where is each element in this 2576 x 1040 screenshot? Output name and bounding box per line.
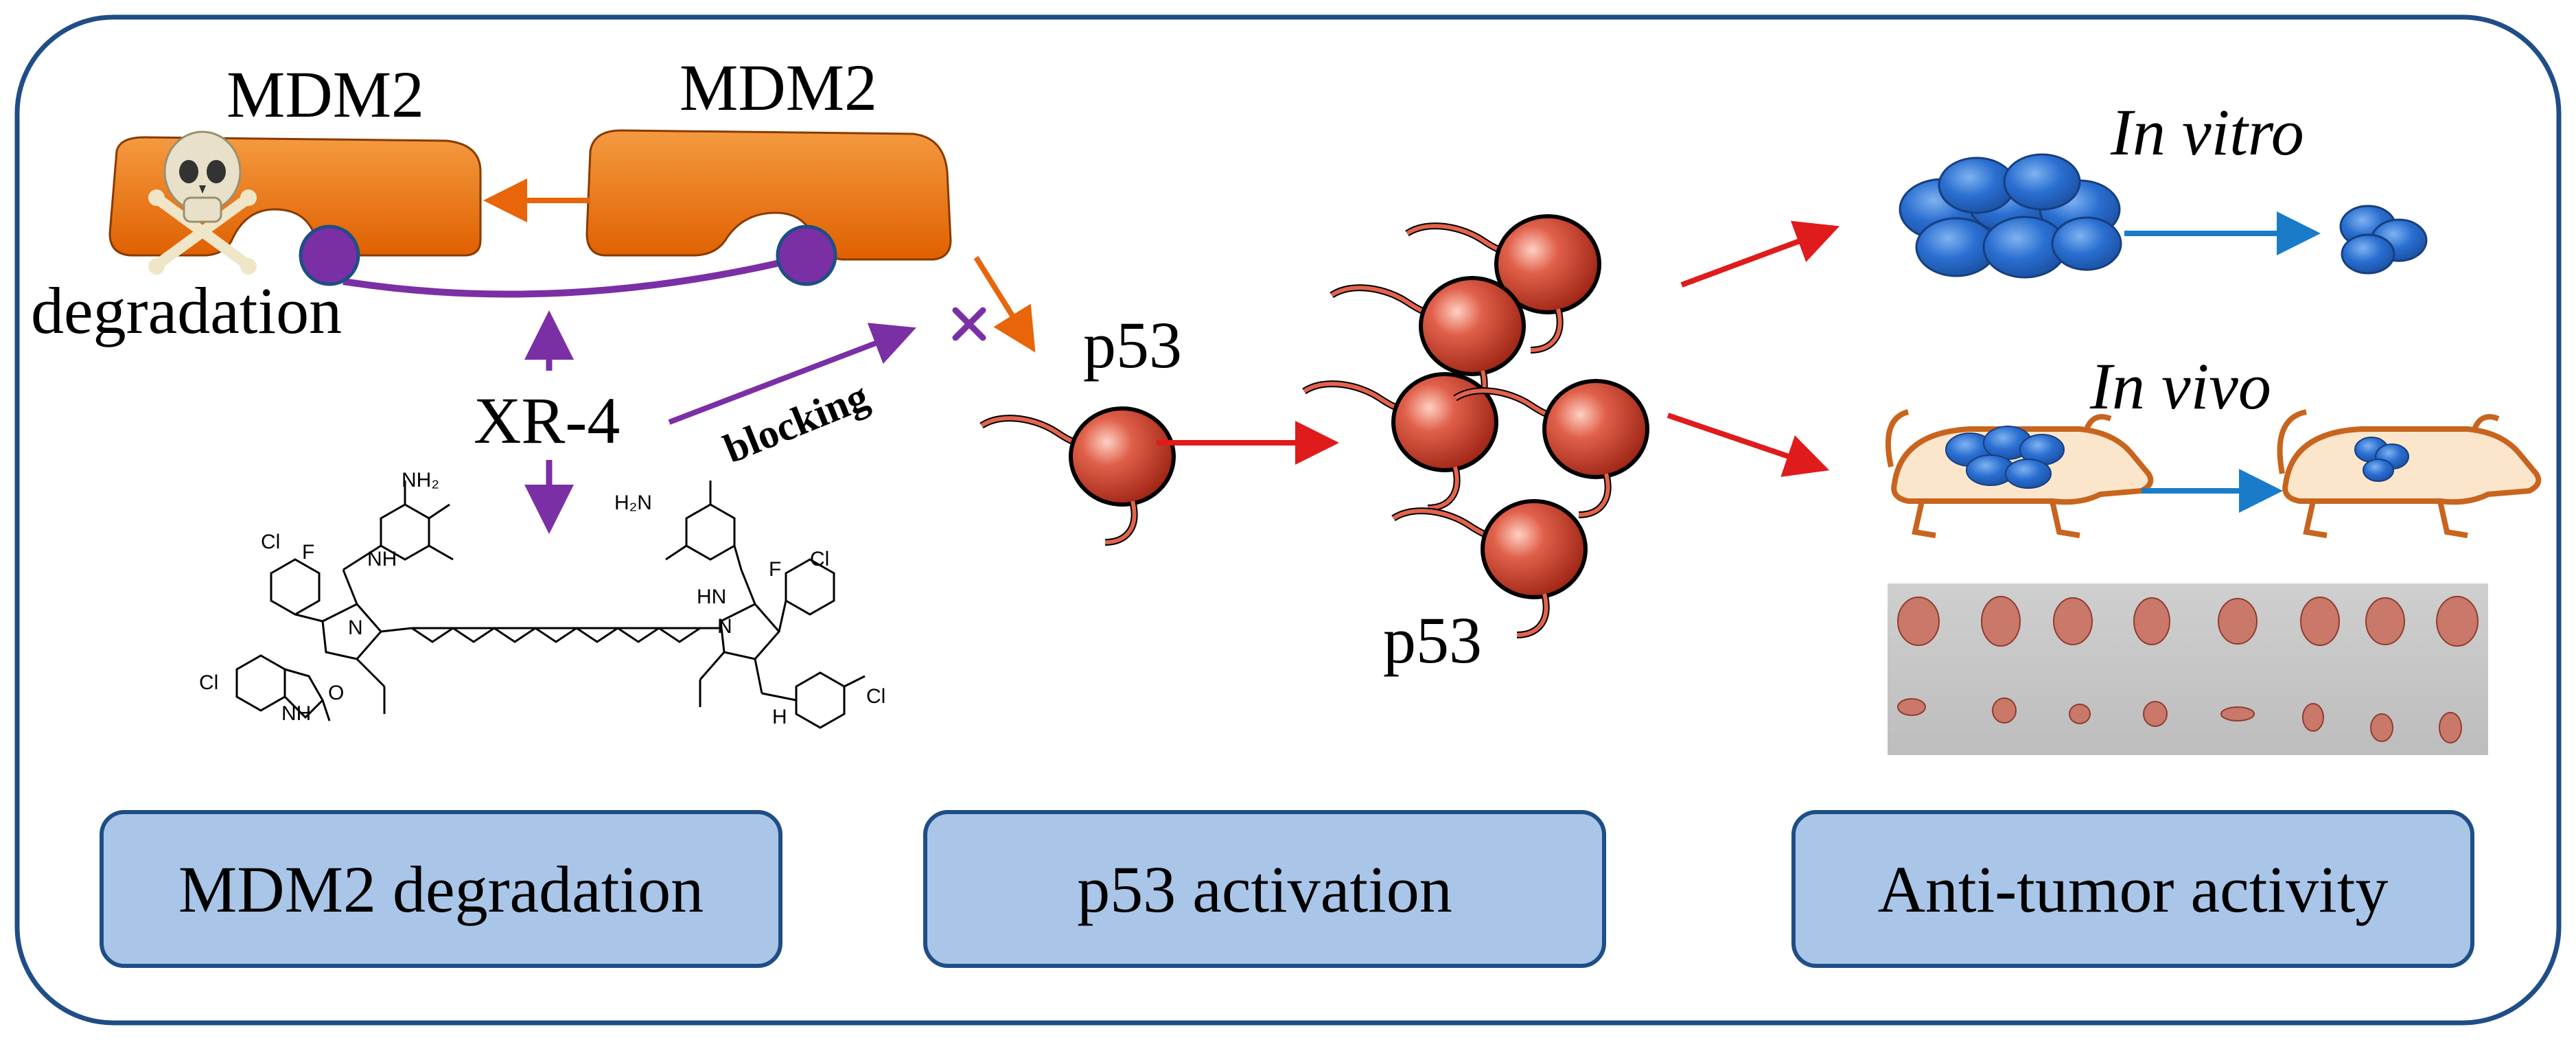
in-vitro-label: In vitro xyxy=(2111,95,2304,169)
chem-atom: HN xyxy=(697,586,727,608)
skull-crossbones-icon xyxy=(148,130,257,275)
mouse-icon xyxy=(2277,409,2542,538)
chem-atom: H xyxy=(772,706,787,728)
chem-atom: Cl xyxy=(261,531,281,553)
p53-activation-box: p53 activation xyxy=(923,810,1606,968)
chem-atom: N xyxy=(348,616,363,639)
chem-atom: Cl xyxy=(810,548,830,570)
chem-atom: NH xyxy=(281,702,312,725)
chem-atom: O xyxy=(328,682,345,704)
block-x-icon xyxy=(952,307,986,341)
degradation-label: degradation xyxy=(31,274,343,347)
in-vivo-label: In vivo xyxy=(2090,349,2271,423)
chem-atom: NH xyxy=(367,548,397,570)
blocking-arrow xyxy=(668,323,916,425)
peg-linker xyxy=(411,627,701,643)
compound-label: XR-4 xyxy=(474,384,620,457)
tumor-cell-cluster-icon xyxy=(1899,153,2122,279)
anti-tumor-activity-box: Anti-tumor activity xyxy=(1791,810,2474,968)
p53-single-label: p53 xyxy=(1083,308,1182,382)
mdm2-to-p53-arrow xyxy=(973,255,1036,353)
chem-atom: F xyxy=(302,541,315,564)
ligand-left xyxy=(299,224,360,286)
tumor-cell-cluster-icon xyxy=(2339,205,2428,275)
chem-atom: H₂N xyxy=(614,492,652,514)
chem-atom: Cl xyxy=(199,671,219,694)
mdm2-left-label: MDM2 xyxy=(227,58,425,131)
tumor-cell-cluster-icon xyxy=(1945,426,2065,489)
ligand-right xyxy=(776,224,837,286)
mdm2-right-label: MDM2 xyxy=(680,51,878,124)
purple-linker xyxy=(343,254,804,298)
arrow-to-in-vitro xyxy=(1680,220,1840,288)
arrow-to-in-vivo xyxy=(1667,413,1830,477)
tumor-cell-cluster-icon xyxy=(2354,437,2409,482)
outer-frame xyxy=(14,14,2562,1026)
mdm2-degradation-box: MDM2 degradation xyxy=(100,810,782,968)
tumor-photo xyxy=(1888,583,2488,755)
p53-group-label: p53 xyxy=(1383,603,1482,677)
chem-atom: N xyxy=(717,615,732,638)
chem-atom: NH₂ xyxy=(402,469,439,492)
chem-atom: F xyxy=(769,558,782,581)
chem-atom: Cl xyxy=(866,685,886,708)
